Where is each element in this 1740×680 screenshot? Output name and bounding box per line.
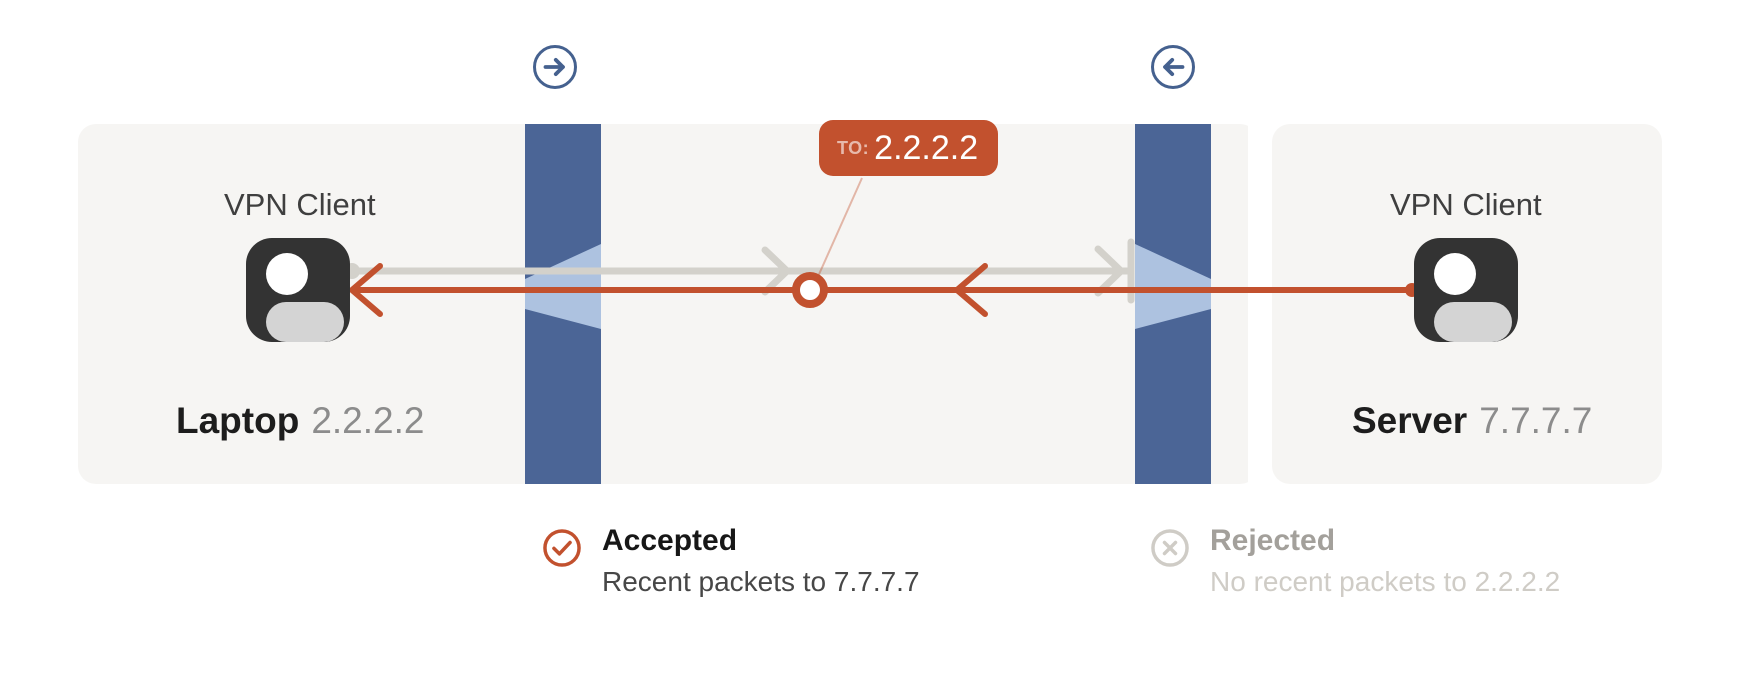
x-circle-icon xyxy=(1151,529,1189,567)
arrow-left-circle-icon[interactable] xyxy=(1151,45,1195,89)
legend-accepted-title: Accepted xyxy=(602,524,738,557)
legend-rejected-subtitle: No recent packets to 2.2.2.2 xyxy=(1210,566,1561,597)
legend-accepted-subtitle: Recent packets to 7.7.7.7 xyxy=(602,566,920,597)
arrow-right-circle-icon[interactable] xyxy=(533,45,577,89)
firewall-aperture-left xyxy=(525,244,601,329)
node-name-right: Server xyxy=(1352,400,1468,441)
node-footer-left: Laptop 2.2.2.2 xyxy=(176,400,424,442)
device-icon-left xyxy=(246,238,350,342)
packet-badge-label: TO: xyxy=(837,137,870,158)
node-ip-right: 7.7.7.7 xyxy=(1479,400,1593,441)
packet-destination-badge: TO: 2.2.2.2 xyxy=(819,120,999,176)
device-icon-right xyxy=(1414,238,1518,342)
node-name-left: Laptop xyxy=(176,400,300,441)
avatar-head-icon xyxy=(1434,253,1476,295)
accepted-flow-line xyxy=(349,177,1419,317)
legend-accepted: Accepted Recent packets to 7.7.7.7 xyxy=(540,520,920,602)
packet-marker xyxy=(792,272,828,308)
firewall-left xyxy=(525,124,601,484)
node-title-left: VPN Client xyxy=(224,187,376,222)
packet-badge-ip: 2.2.2.2 xyxy=(874,128,979,167)
check-circle-icon xyxy=(543,529,581,567)
firewall-right xyxy=(1135,124,1211,484)
legend-rejected: Rejected No recent packets to 2.2.2.2 xyxy=(1148,520,1560,602)
legend-rejected-title: Rejected xyxy=(1210,524,1336,557)
avatar-head-icon xyxy=(266,253,308,295)
avatar-body-icon xyxy=(1434,302,1512,342)
node-title-right: VPN Client xyxy=(1390,187,1542,222)
avatar-body-icon xyxy=(266,302,344,342)
firewall-aperture-right xyxy=(1135,244,1211,329)
node-ip-left: 2.2.2.2 xyxy=(311,400,425,441)
node-footer-right: Server 7.7.7.7 xyxy=(1352,400,1592,442)
